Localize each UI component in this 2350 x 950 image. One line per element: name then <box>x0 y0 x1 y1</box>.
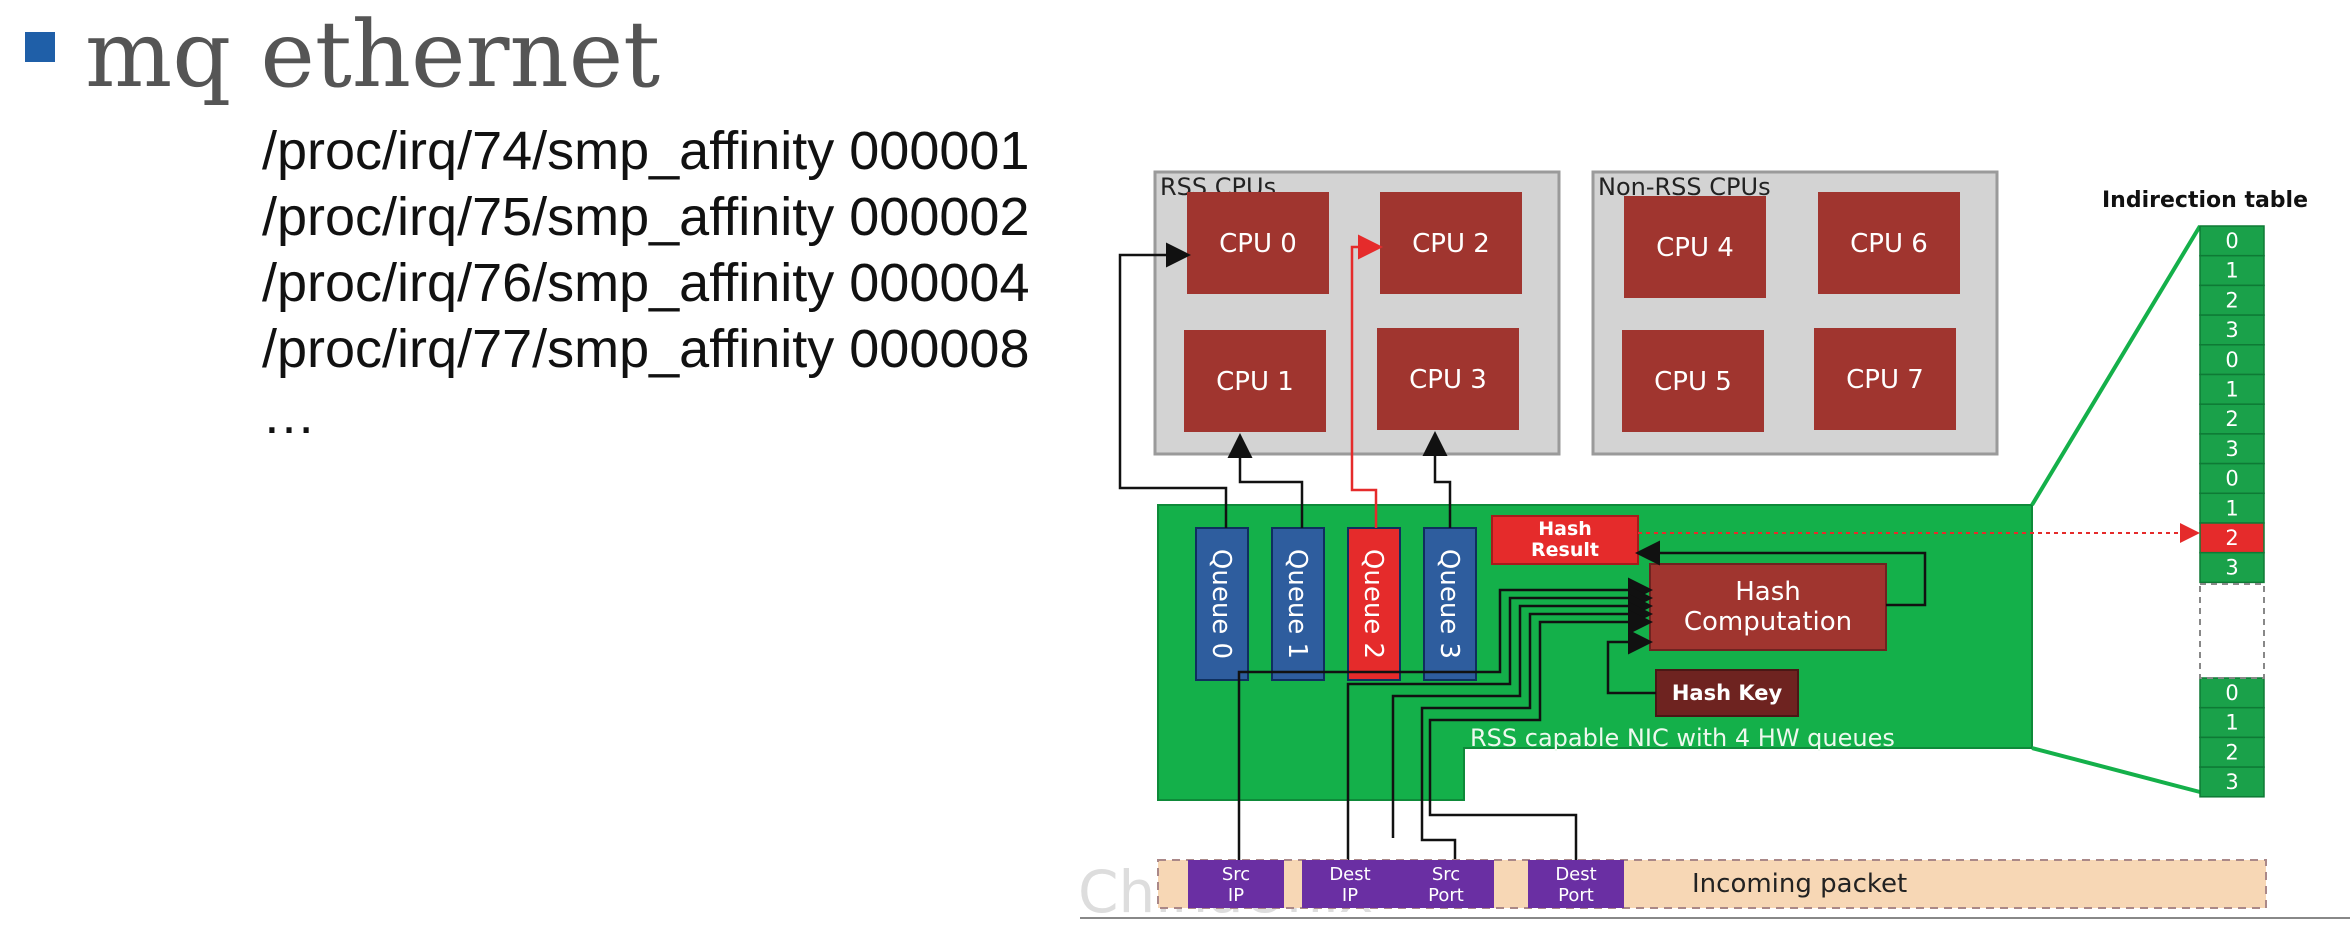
dest-port-line <box>1428 609 1653 862</box>
indirection-cell-value: 0 <box>2225 467 2238 491</box>
cpu-box <box>1814 328 1956 430</box>
hash-result-box <box>1491 515 1639 565</box>
cpu-box <box>1818 192 1960 294</box>
queue-label: Queue 1 <box>1282 549 1312 659</box>
packet-field-label: Port <box>1558 885 1594 906</box>
ellipsis-line: … <box>262 385 316 445</box>
queue-box <box>1271 527 1325 681</box>
cpu-label: CPU 3 <box>1409 365 1487 395</box>
hash-computation-box <box>1649 563 1887 651</box>
packet-field-label: Port <box>1428 885 1464 906</box>
indirection-cell-value: 2 <box>2225 288 2238 312</box>
indirection-cell <box>2199 551 2265 584</box>
table-gap <box>2199 583 2265 679</box>
queue-box <box>1347 527 1401 681</box>
queue-box <box>1195 527 1249 681</box>
dest-ip-line <box>1346 585 1653 862</box>
indirection-cell <box>2199 225 2265 257</box>
packet-field-label: Dest <box>1555 864 1596 885</box>
indirection-cell-value: 1 <box>2225 259 2238 283</box>
src-port-line <box>1420 601 1653 862</box>
cpu-box <box>1622 330 1764 432</box>
cpu-box <box>1377 328 1519 430</box>
packet-field-box <box>1528 860 1624 908</box>
hash-computation-label: Computation <box>1684 607 1852 637</box>
hash-key-label: Hash Key <box>1672 681 1783 705</box>
table-connector-top <box>2030 224 2202 507</box>
table-connector-bottom <box>2031 746 2201 794</box>
indirection-cell <box>2199 522 2265 554</box>
indirection-cell <box>2199 766 2265 798</box>
queue-box <box>1423 527 1477 681</box>
irq-line: /proc/irq/74/smp_affinity 000001 <box>262 121 1030 181</box>
src-port-extra-line <box>1391 593 1653 838</box>
indirection-cell-value: 3 <box>2225 556 2238 580</box>
indirection-cell-value: 3 <box>2225 318 2238 342</box>
packet-field-label: Src <box>1432 864 1460 885</box>
packet-field-box <box>1398 860 1494 908</box>
cpu-label: CPU 1 <box>1216 367 1294 397</box>
cpu-box <box>1187 192 1329 294</box>
cpu-label: CPU 0 <box>1219 229 1297 259</box>
slide-title: mq ethernet <box>85 1 661 108</box>
queue-label: Queue 3 <box>1434 549 1464 659</box>
indirection-cell <box>2199 284 2265 316</box>
packet-field-box <box>1188 860 1284 908</box>
indirection-cell <box>2199 433 2265 465</box>
cpu-label: CPU 4 <box>1656 233 1734 263</box>
indirection-cell-value: 2 <box>2225 526 2238 550</box>
cpu-label: CPU 7 <box>1846 365 1924 395</box>
hash-key-box <box>1655 669 1799 717</box>
hash-feedback-line <box>1635 540 1927 607</box>
indirection-cell <box>2199 736 2265 768</box>
hash-result-label: Hash <box>1538 518 1592 540</box>
indirection-cell-value: 1 <box>2225 496 2238 520</box>
cpu-box <box>1624 196 1766 298</box>
indirection-table-title: Indirection table <box>2102 188 2308 213</box>
irq-line: /proc/irq/77/smp_affinity 000008 <box>262 319 1030 379</box>
packet-field-label: Src <box>1222 864 1250 885</box>
cpu-label: CPU 6 <box>1850 229 1928 259</box>
packet-field-label: Dest <box>1329 864 1370 885</box>
queue3-to-cpu3-line <box>1422 431 1452 528</box>
cpu-box <box>1184 330 1326 432</box>
cpu-label: CPU 5 <box>1654 367 1732 397</box>
indirection-cell-value: 0 <box>2225 229 2238 253</box>
indirection-cell-value: 2 <box>2225 407 2238 431</box>
packet-field-box <box>1302 860 1398 908</box>
indirection-cell-value: 3 <box>2225 770 2238 794</box>
irq-line: /proc/irq/75/smp_affinity 000002 <box>262 187 1030 247</box>
hash-computation-label: Hash <box>1735 577 1801 607</box>
indirection-cell <box>2199 344 2265 376</box>
queue0-to-cpu0-line <box>1118 242 1228 528</box>
nic-label: RSS capable NIC with 4 HW queues <box>1470 724 1895 752</box>
cpu-box <box>1380 192 1522 294</box>
incoming-packet-label: Incoming packet <box>1692 869 1907 899</box>
indirection-cell <box>2199 462 2265 495</box>
queue2-to-cpu2-line <box>1350 234 1383 528</box>
indirection-cell-value: 0 <box>2225 681 2238 705</box>
indirection-cell <box>2199 373 2265 405</box>
packet-field-label: IP <box>1342 885 1358 906</box>
hash-key-line <box>1606 629 1656 695</box>
hash-result-label: Result <box>1531 539 1599 561</box>
queue-label: Queue 2 <box>1358 549 1388 659</box>
indirection-cell-value: 0 <box>2225 348 2238 372</box>
indirection-cell-value: 3 <box>2225 437 2238 461</box>
indirection-cell-value: 1 <box>2225 378 2238 402</box>
indirection-cell <box>2199 254 2265 287</box>
queue-label: Queue 0 <box>1206 549 1236 659</box>
irq-affinity-list: /proc/irq/74/smp_affinity 000001 /proc/i… <box>262 118 1029 448</box>
indirection-cell-value: 2 <box>2225 740 2238 764</box>
irq-line: /proc/irq/76/smp_affinity 000004 <box>262 253 1030 313</box>
bullet-marker <box>25 32 55 62</box>
packet-field-label: IP <box>1228 885 1244 906</box>
cpu-label: CPU 2 <box>1412 229 1490 259</box>
src-ip-line <box>1237 577 1653 862</box>
indirection-cell-value: 1 <box>2225 711 2238 735</box>
indirection-cell <box>2199 314 2265 346</box>
queue1-to-cpu1-line <box>1227 433 1304 528</box>
